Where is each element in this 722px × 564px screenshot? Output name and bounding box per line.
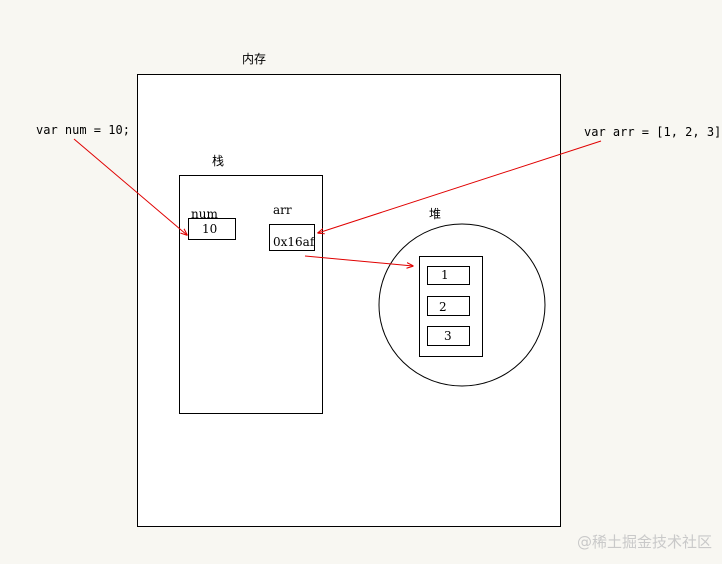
stack-arr-value: 0x16af [273, 235, 315, 249]
memory-title: 内存 [242, 52, 267, 66]
stack-arr-cell: 0x16af [269, 224, 315, 251]
heap-item-2: 2 [427, 296, 470, 316]
heap-item-1: 1 [427, 266, 470, 285]
heap-item-3: 3 [427, 326, 470, 346]
stack-num-value: 10 [202, 222, 218, 236]
heap-item-2-value: 2 [439, 300, 447, 314]
stack-num-cell: 10 [188, 218, 236, 240]
heap-title: 堆 [429, 207, 442, 221]
heap-item-1-value: 1 [441, 268, 449, 282]
heap-item-3-value: 3 [444, 329, 452, 343]
stack-title: 栈 [212, 154, 225, 168]
stack-arr-label: arr [273, 203, 292, 217]
watermark: @稀土掘金技术社区 [576, 533, 712, 551]
stack-region [179, 175, 323, 414]
stack-num-label: num [191, 207, 218, 221]
code-num-declaration: var num = 10; [36, 123, 130, 137]
code-arr-declaration: var arr = [1, 2, 3] [584, 125, 722, 139]
